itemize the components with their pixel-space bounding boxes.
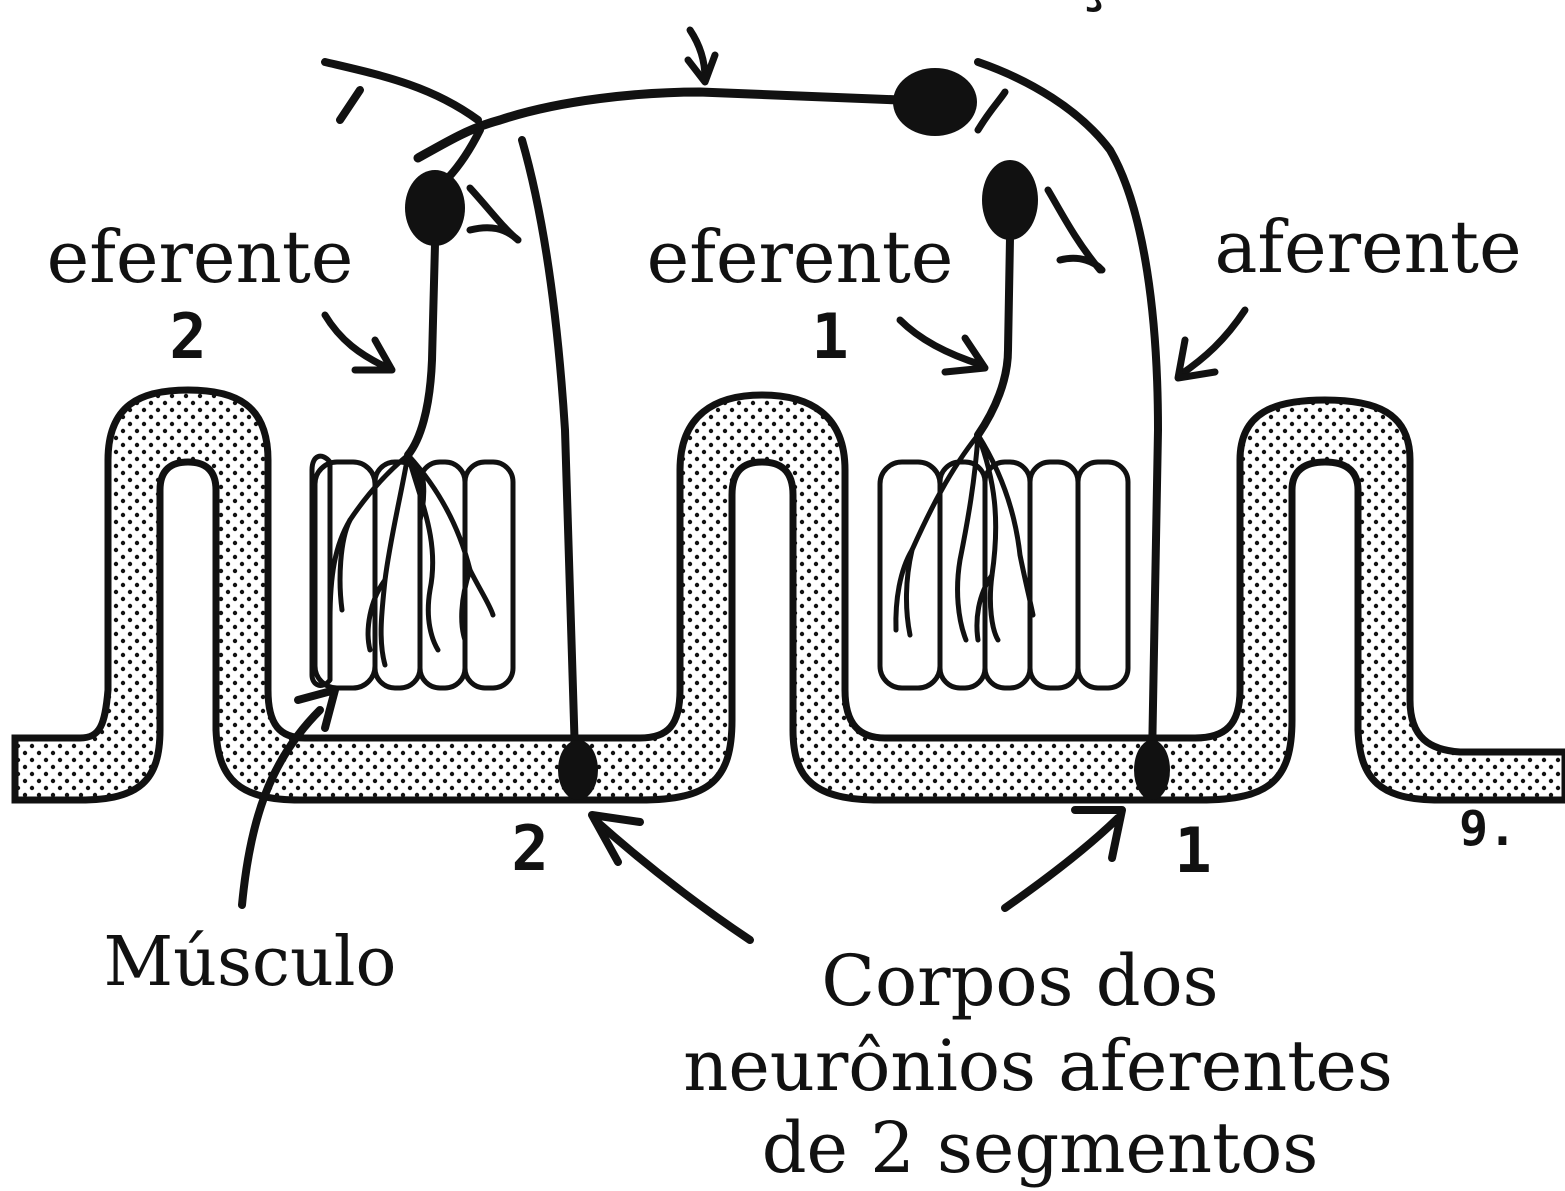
arrow-afferent	[1180, 310, 1245, 375]
arrow-cell-body-1	[1005, 818, 1118, 908]
afferent-neuron-2	[470, 140, 598, 800]
muscle-block-1	[880, 462, 1128, 688]
label-cell-bodies-line2: neurônios aferentes	[683, 1025, 1393, 1107]
label-efferent-2: eferente	[47, 215, 354, 299]
label-cell-bodies-line3: de 2 segmentos	[762, 1107, 1319, 1189]
efferent-2-cell-body	[405, 170, 465, 246]
efferent-neuron-2	[330, 170, 493, 665]
association-neuron	[325, 62, 977, 178]
body-wall	[15, 390, 1565, 800]
label-efferent-1-number: 1	[811, 300, 848, 373]
label-cell-bodies-line1: Corpos dos	[821, 940, 1218, 1022]
arrow-cell-body-2	[595, 820, 750, 940]
efferent-1-cell-body	[982, 160, 1038, 240]
label-figure-mark: 9.	[1459, 801, 1517, 857]
label-afferent: aferente	[1214, 205, 1521, 289]
label-efferent-1: eferente	[647, 215, 954, 299]
afferent-2-cell-body	[558, 740, 598, 800]
afferent-1-cell-body	[1134, 740, 1170, 800]
association-neuron-cell-body	[893, 68, 977, 136]
label-segment-2: 2	[511, 812, 548, 885]
label-efferent-2-number: 2	[169, 300, 206, 373]
label-segment-1: 1	[1174, 814, 1211, 887]
title-partial: neurônio de associação	[346, 0, 1199, 15]
label-muscle: Músculo	[104, 923, 397, 1002]
